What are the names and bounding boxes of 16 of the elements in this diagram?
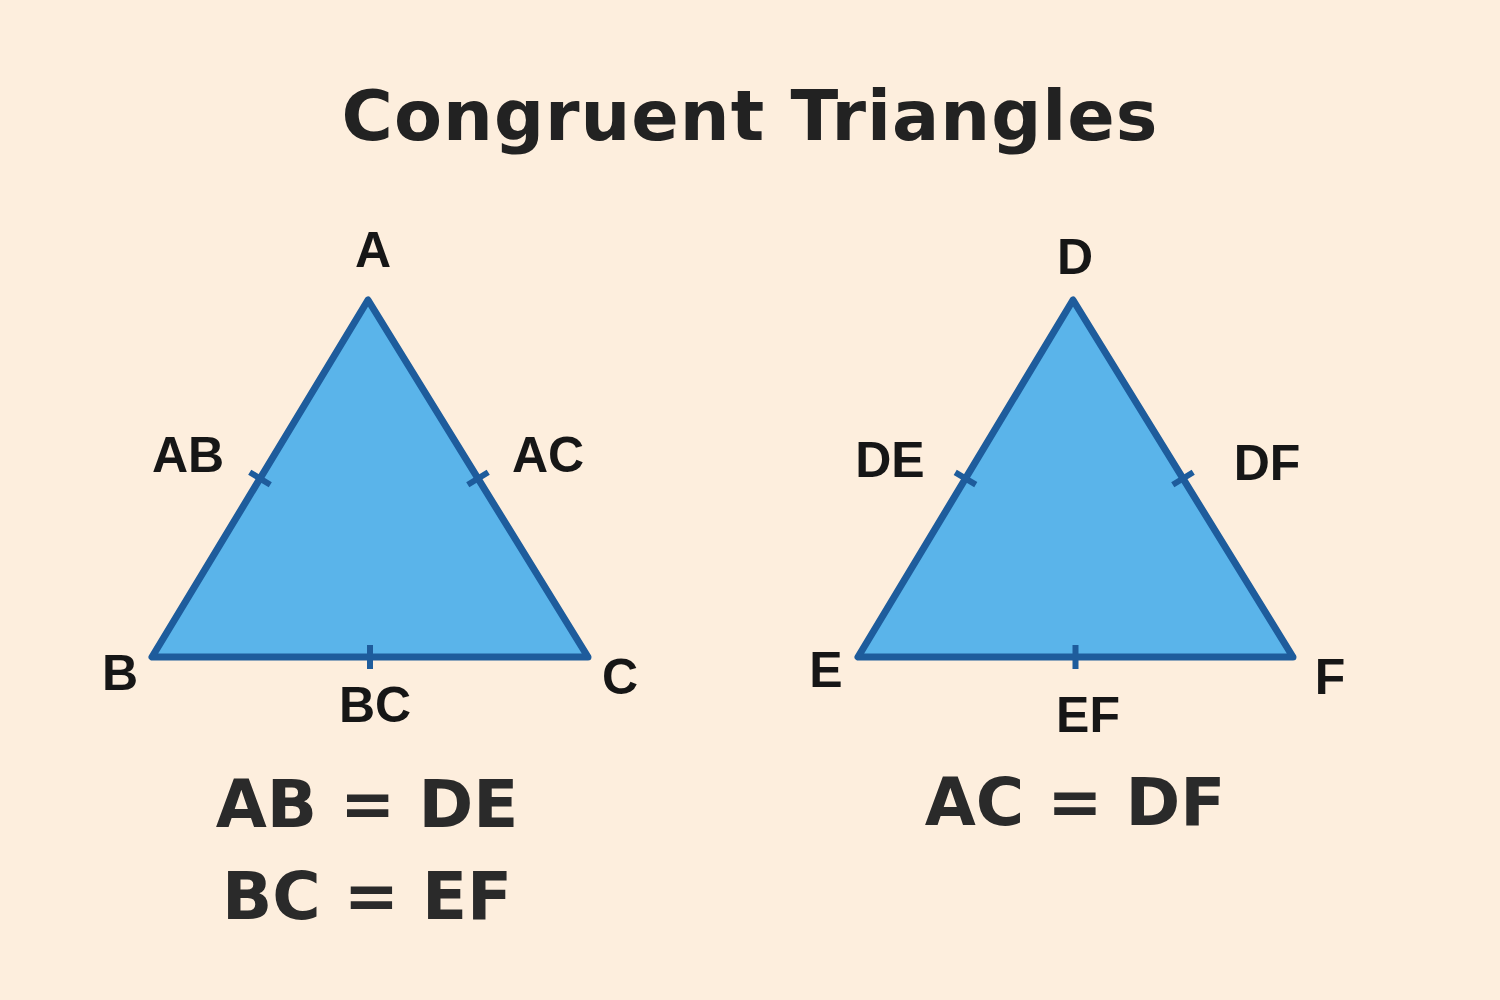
title: Congruent Triangles xyxy=(340,78,1160,155)
side-label: B xyxy=(101,648,139,698)
side-label: A xyxy=(354,225,392,275)
side-label: AB xyxy=(151,430,225,480)
side-label: F xyxy=(1314,652,1346,702)
side-label: AC xyxy=(511,430,585,480)
side-label: EF xyxy=(1056,690,1120,740)
side-label: BC xyxy=(338,680,412,730)
side-label: DF xyxy=(1233,438,1301,488)
equation-label: BC = EF xyxy=(221,864,513,930)
side-label: DE xyxy=(855,435,925,485)
equation-label: AB = DE xyxy=(215,772,519,838)
side-label: D xyxy=(1056,232,1094,282)
equation-label: AC = DF xyxy=(924,770,1226,836)
side-label: E xyxy=(809,645,843,695)
side-label: C xyxy=(601,652,639,702)
